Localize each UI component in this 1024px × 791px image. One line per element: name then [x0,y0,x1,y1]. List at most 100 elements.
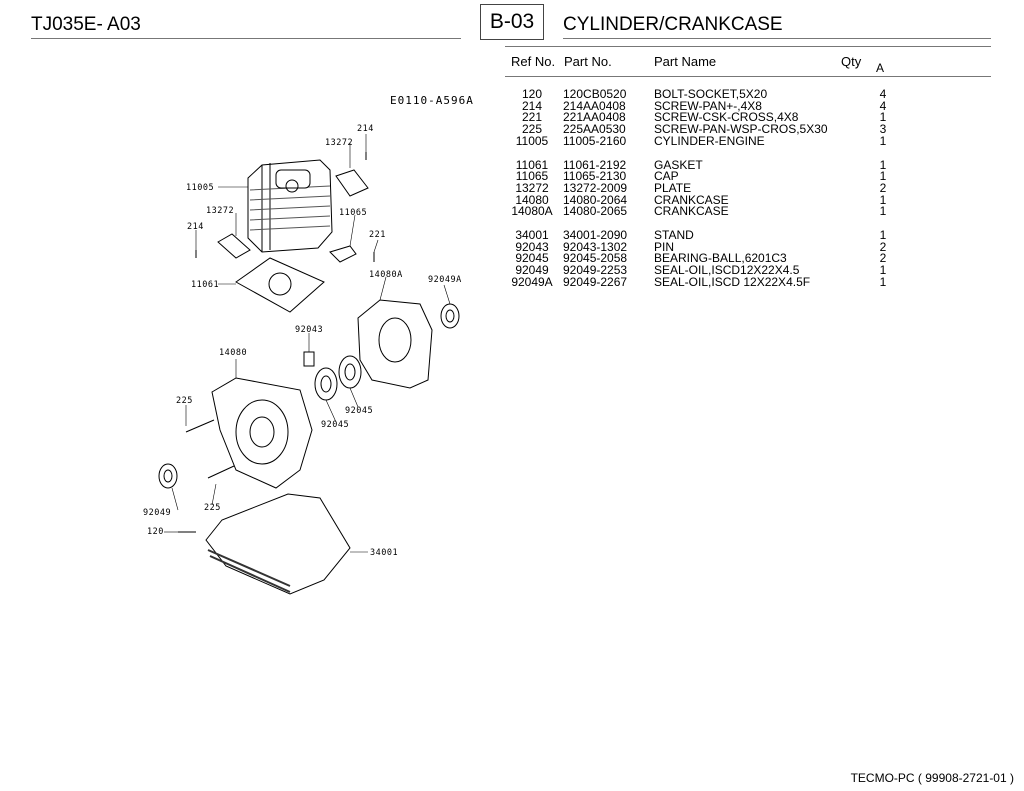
callout-label: 13272 [206,206,234,216]
seal-oil-a-part [440,303,460,329]
cell-name: PIN [654,239,675,254]
cell-name: SCREW-PAN-WSP-CROS,5X30 [654,122,828,137]
cell-ref: 92045 [515,251,549,266]
cell-ref: 120 [521,87,543,101]
callout-label: 34001 [370,548,398,558]
cell-qty: 1 [879,263,887,278]
cell-qty: 4 [879,87,887,101]
cell-part: 14080-2064 [563,192,628,207]
gasket-part [235,257,325,313]
col-qty-header: Qty [841,54,862,69]
callout-label: 14080A [369,270,403,280]
cell-name: SEAL-OIL,ISCD12X22X4.5 [654,263,800,278]
cell-ref: 92043 [515,239,549,254]
callout-label: 92043 [295,325,323,335]
cylinder-engine-part [247,159,333,253]
cell-ref: 14080A [511,204,553,219]
cell-qty: 1 [879,192,887,207]
section-badge-label: B-03 [489,10,535,33]
cell-name: CAP [654,169,679,184]
exploded-diagram: E0110-A596A [143,94,474,595]
cell-ref: 13272 [515,180,549,195]
cell-qty: 3 [879,122,887,137]
pin-part [303,351,315,367]
bearing-ball-part [314,355,362,401]
diagram-code: E0110-A596A [390,94,474,107]
callout-label: 120 [147,527,164,537]
callout-label: 11005 [186,183,214,193]
cell-qty: 2 [879,180,887,195]
cell-ref: 11065 [515,169,549,184]
cell-ref: 214 [521,98,543,113]
col-ref-header: Ref No. [511,54,556,69]
callout-label: 92049 [143,508,171,518]
cell-ref: 92049 [515,263,549,278]
cell-part: 221AA0408 [563,110,626,125]
callout-label: 214 [187,222,204,232]
cell-part: 225AA0530 [563,122,626,137]
cell-part: 92043-1302 [563,239,628,254]
cell-ref: 11005 [515,133,549,148]
crankcase-a-part [357,299,433,389]
cell-part: 11065-2130 [563,169,627,184]
section-title: CYLINDER/CRANKCASE [563,14,783,35]
table-row: 221 221AA0408 SCREW-CSK-CROSS,4X8 1 [0,111,1024,123]
callout-label: 11061 [191,280,219,290]
cell-qty: 1 [879,110,887,125]
callout-label: 13272 [325,138,353,148]
header-rule-left [31,38,461,39]
cell-name: GASKET [654,157,703,172]
cell-name: STAND [654,228,694,242]
cell-ref: 221 [521,110,543,125]
cell-qty: 1 [879,157,887,172]
cap-part [329,245,357,263]
section-badge: B-03 [480,4,544,40]
cell-part: 34001-2090 [563,228,628,242]
cell-name: SCREW-PAN+-,4X8 [654,98,762,113]
stand-part [205,493,351,595]
diagram-callouts: 214 13272 11005 13272 11065 214 221 1106… [143,124,462,558]
cell-qty: 1 [879,274,887,289]
cell-part: 13272-2009 [563,180,628,195]
cell-qty: 1 [879,169,887,184]
table-rule-top [505,46,991,47]
callout-label: 225 [204,503,221,513]
screw-pan-wsp-part [185,419,215,433]
table-row: 11065 11065-2130 CAP 1 [0,170,1024,182]
cell-name: CRANKCASE [654,204,729,219]
cell-qty: 1 [879,204,887,219]
cell-name: SCREW-CSK-CROSS,4X8 [654,110,799,125]
table-row: 13272 13272-2009 PLATE 2 [0,182,1024,194]
cell-ref: 11061 [515,157,549,172]
callout-label: 221 [369,230,386,240]
callout-label: 11065 [339,208,367,218]
callout-label: 225 [176,396,193,406]
screw-pan-wsp-lower-part [207,465,235,479]
seal-oil-part [158,463,178,489]
header-rule-right [563,38,991,39]
cell-ref: 34001 [515,228,549,242]
col-name-header: Part Name [654,54,717,69]
cell-name: BEARING-BALL,6201C3 [654,251,787,266]
callout-label: 92049A [428,275,462,285]
cell-ref: 225 [521,122,543,137]
table-rule-bottom [505,76,991,77]
cell-name: BOLT-SOCKET,5X20 [654,87,768,101]
cell-ref: 92049A [511,274,553,289]
cell-part: 11005-2160 [563,133,627,148]
cell-name: CRANKCASE [654,192,729,207]
plate-part [217,169,369,259]
callout-label: 92045 [345,406,373,416]
cell-part: 214AA0408 [563,98,626,113]
cell-part: 11061-2192 [563,157,627,172]
cell-part: 92049-2267 [563,274,628,289]
cell-name: PLATE [654,180,692,195]
callout-label: 214 [357,124,374,134]
